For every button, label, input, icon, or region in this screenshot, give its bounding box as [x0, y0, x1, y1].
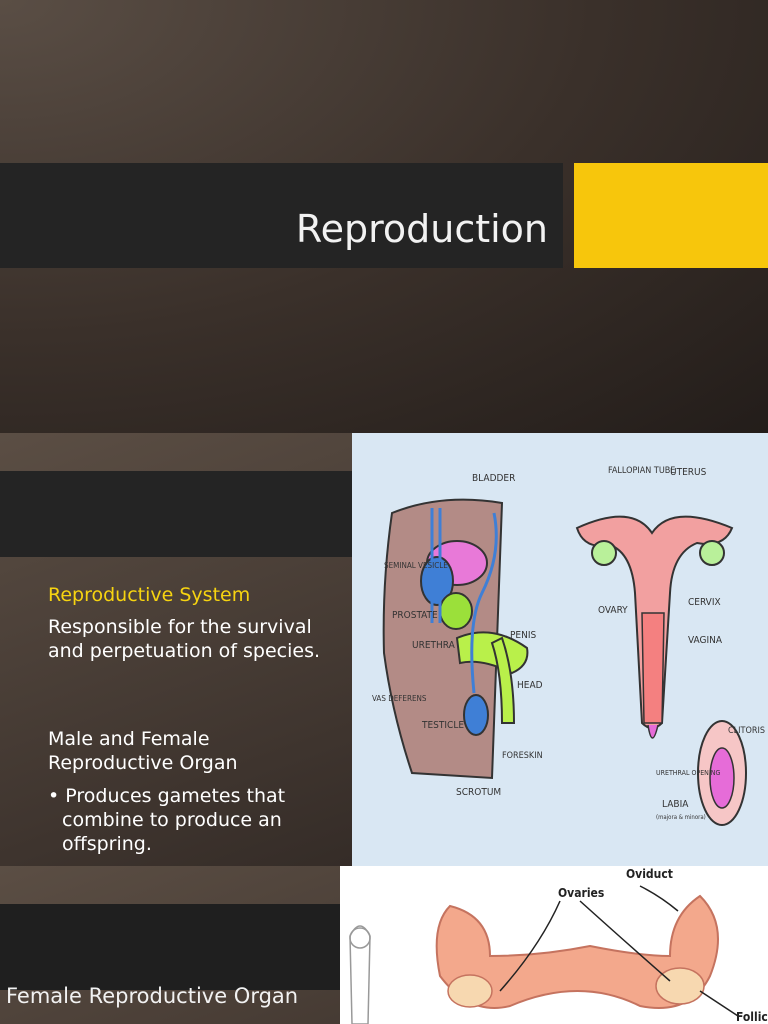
header-band	[0, 904, 340, 990]
label-fallopian-tube: FALLOPIAN TUBE	[608, 466, 675, 476]
label-vas-deferens: VAS DEFERENS	[372, 694, 427, 703]
slide-title: Reproduction	[295, 207, 548, 251]
reproductive-diagram-image: BLADDER SEMINAL VESICLE PROSTATE URETHRA…	[352, 433, 768, 866]
label-head: HEAD	[517, 680, 543, 691]
label-foreskin: FORESKIN	[502, 751, 543, 761]
subtitle: Reproductive System	[48, 584, 251, 606]
label-labia-note: (majora & minora)	[656, 814, 706, 821]
reproductive-diagram: BLADDER SEMINAL VESICLE PROSTATE URETHRA…	[372, 466, 765, 826]
label-ovaries: Ovaries	[558, 886, 604, 900]
female-organ-image: Oviduct Ovaries Follicles	[340, 866, 768, 1024]
label-testicle: TESTICLE	[421, 720, 464, 731]
label-cervix: CERVIX	[688, 597, 721, 608]
label-ovary: OVARY	[598, 605, 628, 616]
header-band	[0, 471, 352, 557]
body-outline	[349, 925, 371, 1024]
label-labia: LABIA	[662, 799, 689, 810]
label-bladder: BLADDER	[472, 473, 515, 484]
label-urethra: URETHRA	[412, 640, 456, 651]
label-urethral-opening: URETHRAL OPENING	[656, 769, 720, 777]
label-vagina: VAGINA	[688, 635, 723, 646]
label-prostate: PROSTATE	[392, 610, 438, 621]
label-uterus: UTERUS	[670, 467, 707, 478]
label-penis: PENIS	[510, 630, 536, 641]
female-organ-diagram: Oviduct Ovaries Follicles	[349, 867, 768, 1024]
slide-title: Female Reproductive Organ	[6, 984, 299, 1008]
bullet-gametes: • Produces gametes that combine to produ…	[48, 785, 286, 855]
title-slide: Reproduction	[0, 0, 768, 433]
title-band	[0, 163, 563, 268]
label-follicles: Follicles	[736, 1010, 768, 1024]
accent-block	[574, 163, 768, 268]
label-oviduct: Oviduct	[626, 867, 673, 881]
label-scrotum: SCROTUM	[456, 787, 501, 798]
paragraph-organs: Male and Female Reproductive Organ	[48, 728, 238, 774]
label-clitoris: CLITORIS	[728, 726, 765, 736]
paragraph-survival: Responsible for the survival and perpetu…	[48, 616, 321, 662]
label-seminal-vesicle: SEMINAL VESICLE	[384, 561, 448, 570]
female-organ-slide: Female Reproductive Organ Oviduct Ovarie…	[0, 866, 768, 1024]
reproductive-system-slide: Reproductive System Responsible for the …	[0, 433, 768, 866]
